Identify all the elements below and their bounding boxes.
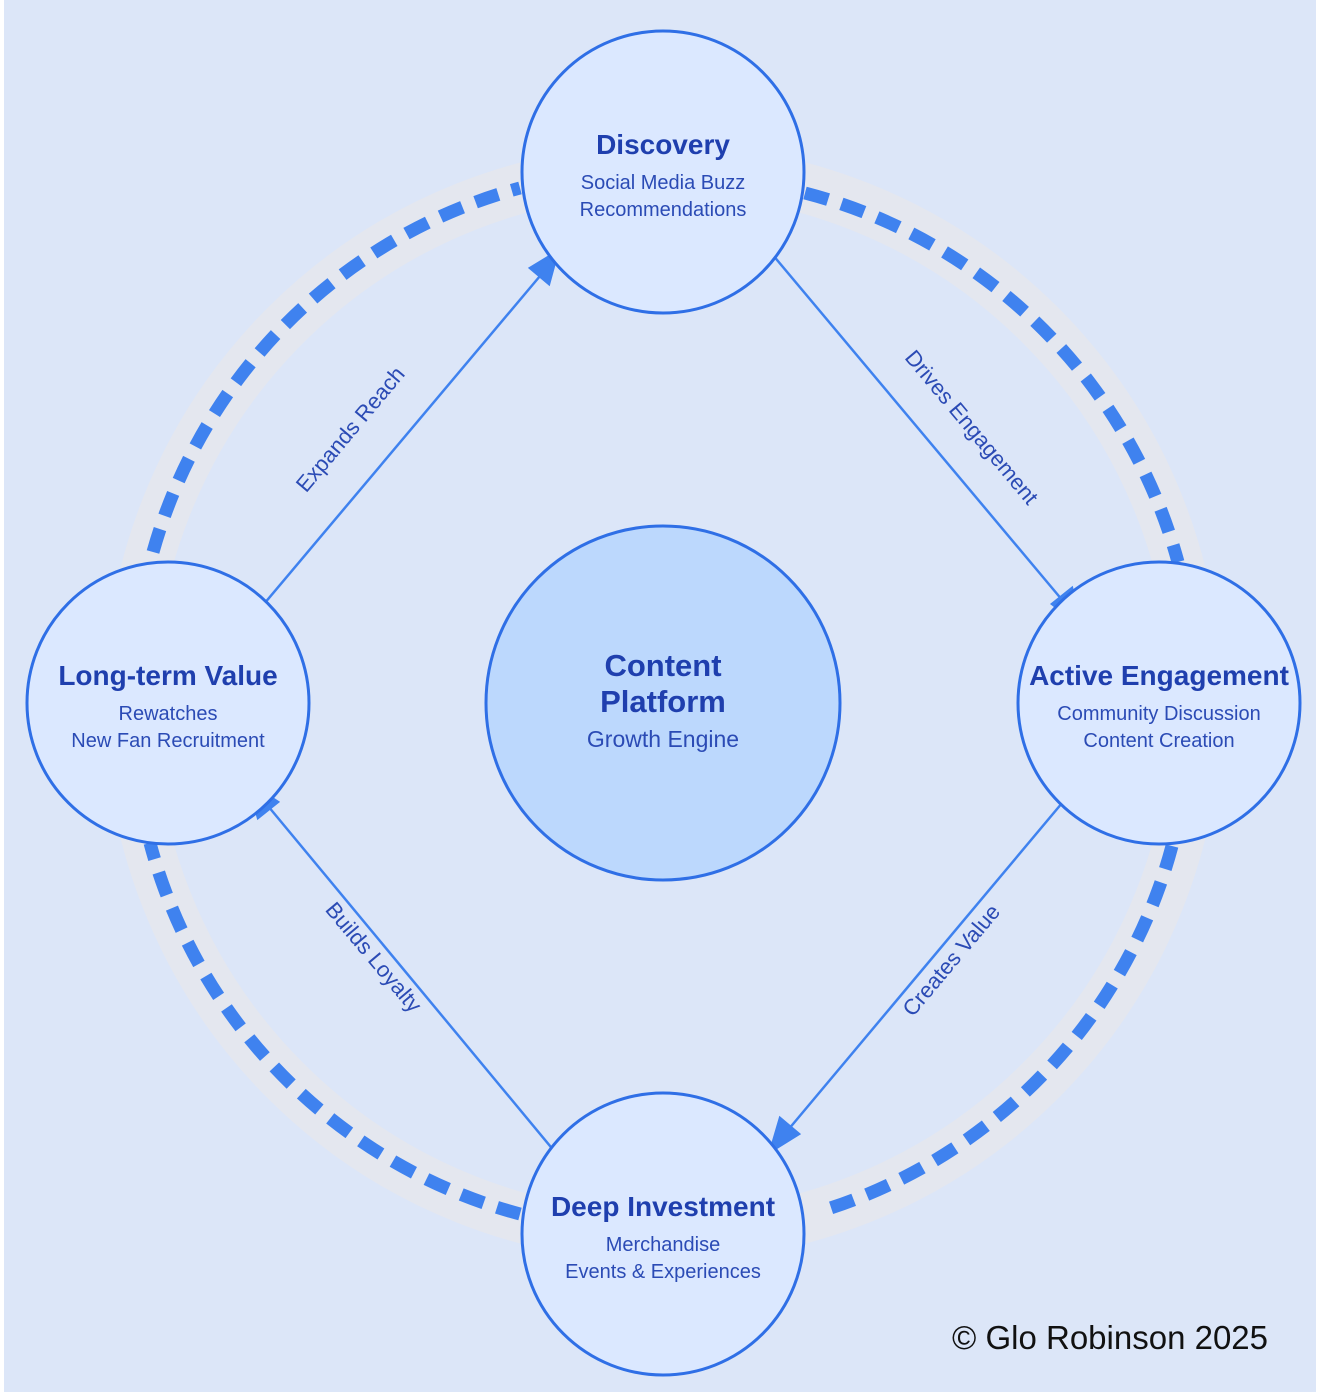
node-longterm-title: Long-term Value bbox=[58, 660, 277, 691]
node-discovery: Discovery Social Media Buzz Recommendati… bbox=[520, 29, 806, 315]
node-engagement-title: Active Engagement bbox=[1029, 660, 1289, 691]
dashed-arc-discovery-to-engagement bbox=[803, 186, 1185, 564]
arrow-discovery-to-engagement bbox=[771, 253, 1064, 602]
node-discovery-line2: Recommendations bbox=[580, 199, 747, 221]
arrow-investment-to-longterm bbox=[267, 805, 556, 1153]
node-investment-line2: Events & Experiences bbox=[565, 1261, 761, 1283]
node-longterm-line2: New Fan Recruitment bbox=[71, 730, 265, 752]
arrow-longterm-to-discovery bbox=[247, 275, 541, 624]
center-title-line1: Content bbox=[604, 648, 721, 683]
dashed-arc-engagement-to-investment bbox=[816, 844, 1179, 1219]
node-active-engagement: Active Engagement Community Discussion C… bbox=[1016, 560, 1302, 846]
dashed-arc-longterm-to-discovery bbox=[146, 181, 522, 554]
node-investment-title: Deep Investment bbox=[551, 1191, 775, 1222]
center-subtitle: Growth Engine bbox=[587, 726, 739, 752]
node-engagement-line1: Community Discussion bbox=[1057, 703, 1260, 725]
node-engagement-line2: Content Creation bbox=[1083, 730, 1234, 752]
dashed-arc-investment-to-longterm bbox=[143, 841, 522, 1221]
arrows bbox=[245, 248, 1084, 1155]
arrowhead-investment bbox=[767, 1115, 802, 1155]
node-longterm-line1: Rewatches bbox=[119, 703, 218, 725]
node-discovery-title: Discovery bbox=[596, 129, 730, 160]
dashed-cycle-ring bbox=[143, 181, 1185, 1221]
node-long-term-value: Long-term Value Rewatches New Fan Recrui… bbox=[25, 560, 311, 846]
center-node: Content Platform Growth Engine bbox=[484, 524, 842, 882]
center-title-line2: Platform bbox=[600, 684, 726, 719]
node-discovery-line1: Social Media Buzz bbox=[581, 172, 746, 194]
node-deep-investment: Deep Investment Merchandise Events & Exp… bbox=[520, 1091, 806, 1377]
node-investment-line1: Merchandise bbox=[606, 1234, 721, 1256]
arrow-engagement-to-investment bbox=[787, 783, 1079, 1131]
copyright-text: © Glo Robinson 2025 bbox=[952, 1319, 1268, 1356]
